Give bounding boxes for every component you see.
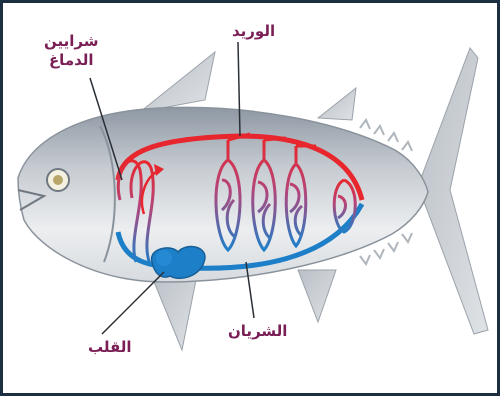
- fish-pupil: [53, 175, 63, 185]
- dorsal-fin: [140, 52, 215, 112]
- label-heart: القلب: [88, 338, 132, 356]
- anal-fin: [298, 270, 336, 322]
- label-gill-arteries-line2: الدماغ: [44, 51, 98, 70]
- fish-body: [18, 107, 428, 282]
- label-gill-arteries: شرايين الدماغ: [44, 32, 98, 70]
- label-gill-arteries-line1: شرايين: [44, 32, 98, 51]
- label-artery: الشريان: [228, 322, 287, 340]
- pelvic-fin: [150, 272, 196, 350]
- heart-chamber: [156, 250, 172, 266]
- second-dorsal-fin: [318, 88, 356, 120]
- label-vein: الوريد: [232, 22, 275, 40]
- leader-heart: [102, 272, 164, 334]
